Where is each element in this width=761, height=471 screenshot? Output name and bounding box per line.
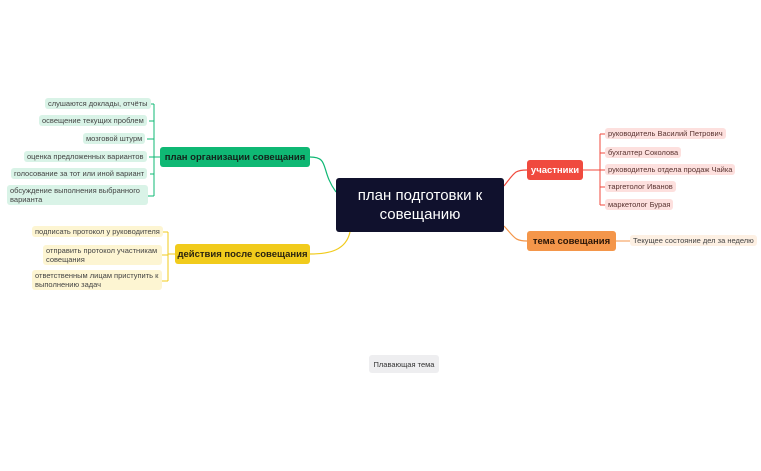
link-plan: [309, 156, 337, 193]
plan-item[interactable]: оценка предложенных вариантов: [24, 151, 147, 162]
floating-topic-label: Плавающая тема: [373, 359, 435, 369]
participant-item-label: маркетолог Бурая: [608, 200, 671, 209]
action-item-label: ответственным лицам приступить к выполне…: [35, 271, 159, 289]
plan-item[interactable]: освещение текущих проблем: [39, 115, 147, 126]
plan-item[interactable]: слушаются доклады, отчёты: [45, 98, 151, 109]
topic-item[interactable]: Текущее состояние дел за неделю: [630, 235, 757, 246]
action-item[interactable]: отправить протокол участникам совещания: [43, 245, 162, 265]
link-participants: [503, 169, 528, 187]
participant-item[interactable]: таргетолог Иванов: [605, 181, 676, 192]
topic-item-label: Текущее состояние дел за неделю: [633, 236, 754, 245]
participant-item-label: бухгалтер Соколова: [608, 148, 679, 157]
branch-topic[interactable]: тема совещания: [527, 231, 616, 251]
branch-plan-label: план организации совещания: [164, 151, 306, 163]
branch-topic-label: тема совещания: [532, 235, 611, 247]
plan-item-label: слушаются доклады, отчёты: [48, 99, 148, 108]
action-item[interactable]: ответственным лицам приступить к выполне…: [32, 270, 162, 290]
link-actions: [309, 231, 351, 255]
actions-bracket: [162, 231, 175, 282]
participant-item-label: таргетолог Иванов: [608, 182, 673, 191]
branch-actions[interactable]: действия после совещания: [175, 244, 310, 264]
branch-plan[interactable]: план организации совещания: [160, 147, 310, 167]
plan-item-label: обсуждение выполнения выбранного вариант…: [10, 186, 140, 204]
plan-item[interactable]: голосование за тот или иной вариант: [11, 168, 148, 179]
plan-item-label: голосование за тот или иной вариант: [14, 169, 145, 178]
participant-item[interactable]: руководитель отдела продаж Чайка: [605, 164, 736, 175]
action-item-label: подписать протокол у руководителя: [35, 227, 160, 236]
link-topic: [503, 225, 528, 242]
participant-item[interactable]: руководитель Василий Петрович: [605, 128, 726, 139]
plan-item-label: освещение текущих проблем: [42, 116, 144, 125]
participant-item-label: руководитель Василий Петрович: [608, 129, 723, 138]
participant-item[interactable]: маркетолог Бурая: [605, 199, 674, 210]
central-topic-label: план подготовки к совещанию: [357, 187, 483, 223]
participant-item-label: руководитель отдела продаж Чайка: [608, 165, 733, 174]
floating-topic[interactable]: Плавающая тема: [369, 355, 439, 373]
plan-item-label: мозговой штурм: [86, 134, 143, 143]
branch-participants-label: участники: [530, 164, 580, 176]
central-topic[interactable]: план подготовки к совещанию: [336, 178, 504, 232]
action-item-label: отправить протокол участникам совещания: [46, 246, 158, 264]
plan-bracket: [146, 103, 160, 197]
participant-item[interactable]: бухгалтер Соколова: [605, 147, 682, 158]
branch-participants[interactable]: участники: [527, 160, 583, 180]
action-item[interactable]: подписать протокол у руководителя: [32, 226, 163, 237]
plan-item[interactable]: мозговой штурм: [83, 133, 146, 144]
participants-bracket: [583, 133, 605, 206]
plan-item[interactable]: обсуждение выполнения выбранного вариант…: [7, 185, 148, 205]
plan-item-label: оценка предложенных вариантов: [27, 152, 144, 161]
branch-actions-label: действия после совещания: [177, 248, 308, 260]
